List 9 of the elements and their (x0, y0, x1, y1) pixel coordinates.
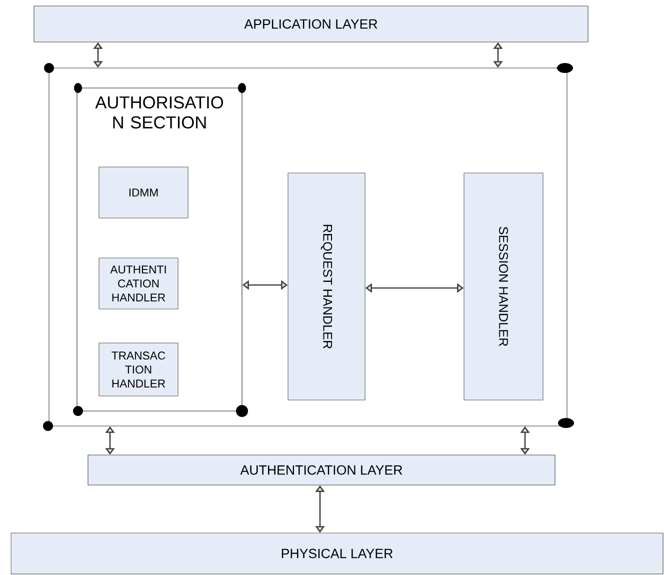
module-box: IDMM (98, 166, 188, 218)
module-box: TRANSAC TION HANDLER (98, 342, 178, 396)
container-frame (43, 63, 574, 431)
handler-box: SESSION HANDLER (464, 172, 544, 400)
module-box: AUTHENTI CATION HANDLER (98, 258, 178, 310)
layer-box: APPLICATION LAYER (34, 6, 588, 42)
layer-box: PHYSICAL LAYER (10, 532, 664, 574)
handler-box: REQUEST HANDLER (288, 172, 366, 400)
layer-box: AUTHENTICATION LAYER (88, 454, 556, 486)
